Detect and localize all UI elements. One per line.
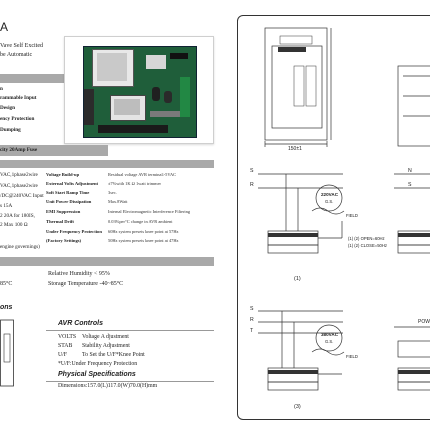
wiring-diagrams xyxy=(258,27,430,391)
dimension-label: 150±1 xyxy=(288,146,302,152)
d3-terminal-s: S xyxy=(250,306,254,312)
spec-value: 0.03%per°C change in AVR ambient xyxy=(108,219,173,224)
d1-terminal-s: S xyxy=(250,168,254,174)
control-value-volts: Voltage A djustment xyxy=(82,334,129,340)
feature-1: n xyxy=(0,86,3,92)
spec-key: Under Frequency Protection xyxy=(46,229,102,234)
intro-line-2: be Automatic xyxy=(0,52,33,58)
spec-value: 3sec. xyxy=(108,190,117,195)
left-spec-6: 2 Max 100 Ω xyxy=(0,222,28,228)
control-value-uf: To Set the U/F*Knee Point xyxy=(82,352,145,358)
spec-value: ±7%with 1K Ω 1watt trimmer xyxy=(108,181,161,186)
spec-key: Soft Start Ramp Time xyxy=(46,190,90,195)
spec-key: (Factory Settings) xyxy=(46,238,82,243)
spec-row: EMI Suppression Internal Electromagnetic… xyxy=(46,209,214,217)
physical-title: Physical Specifications xyxy=(58,371,136,378)
spec-key: Voltage Build-up xyxy=(46,172,80,177)
feature-3: Design xyxy=(0,105,15,111)
d1-note-1: (1) (2) OPEN=60Hz xyxy=(348,236,385,241)
d3-field: FIELD xyxy=(346,354,358,359)
control-key-volts: VOLTS xyxy=(58,334,77,340)
intro-line-1: Vave Self Excited xyxy=(0,43,43,49)
spec-value: Max.8Watt xyxy=(108,199,128,204)
control-note: *U/F:Under Frequency Protection xyxy=(58,361,138,367)
d1-vac: 220VAC xyxy=(321,192,339,197)
feature-5: Dumping xyxy=(0,127,21,133)
d3-terminal-t: T xyxy=(250,328,254,334)
d1-note-2: (1) (2) CLOSE=50Hz xyxy=(348,243,387,248)
spec-value: Internal Electromagnetic Interference Fi… xyxy=(108,209,191,214)
spec-row: Thermal Drift 0.03%per°C change in AVR a… xyxy=(46,219,214,227)
avr-controls-title: AVR Controls xyxy=(58,320,103,327)
board-outline xyxy=(264,27,328,141)
spec-row: (Factory Settings) 50Hz system presets k… xyxy=(46,238,214,246)
spec-row: Under Frequency Protection 60Hz system p… xyxy=(46,229,214,237)
title-fragment: A xyxy=(0,20,9,34)
d3-sub: G.S. xyxy=(325,339,334,344)
circuit-board xyxy=(83,46,197,138)
dr-pow-label: POW xyxy=(418,319,430,325)
spec-value: Residual voltage AVR terminal>5VAC xyxy=(108,172,177,177)
left-spec-5: 2 20A for 180IS, xyxy=(0,213,35,219)
generator-circle-3 xyxy=(315,324,343,352)
d3-number: (3) xyxy=(294,404,301,410)
spec-key: Thermal Drift xyxy=(46,219,74,224)
spec-value: 50Hz system presets knee point at 47Hz xyxy=(108,238,179,243)
d1-number: (1) xyxy=(294,276,301,282)
d1-field: FIELD xyxy=(346,213,358,218)
spec-row: Soft Start Ramp Time 3sec. xyxy=(46,190,214,198)
board-outline-drawing xyxy=(0,319,14,387)
spec-key: External Volts Adjustment xyxy=(46,181,99,186)
product-photo xyxy=(64,36,214,144)
controls-underline xyxy=(46,330,214,331)
left-spec-3: /DC@240VAC Input xyxy=(0,193,44,199)
feature-4: ency Protection xyxy=(0,116,35,122)
left-spec-8: engine governings) xyxy=(0,244,40,250)
humidity-text: Relative Humidity < 95% xyxy=(48,271,110,277)
spec-row: External Volts Adjustment ±7%with 1K Ω 1… xyxy=(46,181,214,189)
left-spec-4: s 15A xyxy=(0,203,13,209)
d1-sub: G.S. xyxy=(325,199,334,204)
fuse-line: city 20Amp Fuse xyxy=(0,147,38,153)
left-spec-2: VAC,1phase2wire xyxy=(0,183,38,189)
spec-value: 60Hz system presets knee point at 57Hz xyxy=(108,229,179,234)
d3-terminal-r: R xyxy=(250,317,254,323)
features-header-band xyxy=(0,74,68,83)
control-key-uf: U/F xyxy=(58,352,68,358)
generator-circle-1 xyxy=(315,184,343,212)
spec-key: EMI Suppression xyxy=(46,209,81,214)
fuse-band xyxy=(0,145,108,156)
spec-key: Unit Power Dissipation xyxy=(46,199,92,204)
left-spec-1: VAC,1phase2wire xyxy=(0,172,38,178)
dimensions-text: Dimensions:157.0(L)117.0(W)70.0(H)mm xyxy=(58,383,158,389)
control-value-stab: Stability Adjustment xyxy=(82,343,130,349)
env-band xyxy=(0,257,214,266)
storage-left-fragment: 85°C xyxy=(0,281,13,287)
feature-2: rammable Input xyxy=(0,95,37,101)
physical-underline xyxy=(46,381,214,382)
wiring-diagram-page: 150±1 S R 220VAC G.S. FIELD (1) (2) OPEN… xyxy=(237,15,430,420)
section-fragment: ons xyxy=(0,304,13,311)
specs-header-band xyxy=(0,160,214,168)
board-inner xyxy=(271,45,323,129)
spec-row: Voltage Build-up Residual voltage AVR te… xyxy=(46,172,214,180)
d1-terminal-r: R xyxy=(250,182,254,188)
spec-row: Unit Power Dissipation Max.8Watt xyxy=(46,199,214,207)
dr-terminal-n: N xyxy=(408,168,412,174)
storage-text: Storage Temperature -40~85°C xyxy=(48,281,124,287)
dr-terminal-s: S xyxy=(408,182,412,188)
control-key-stab: STAB xyxy=(58,343,73,349)
d3-vac: 380VAC xyxy=(321,332,339,337)
